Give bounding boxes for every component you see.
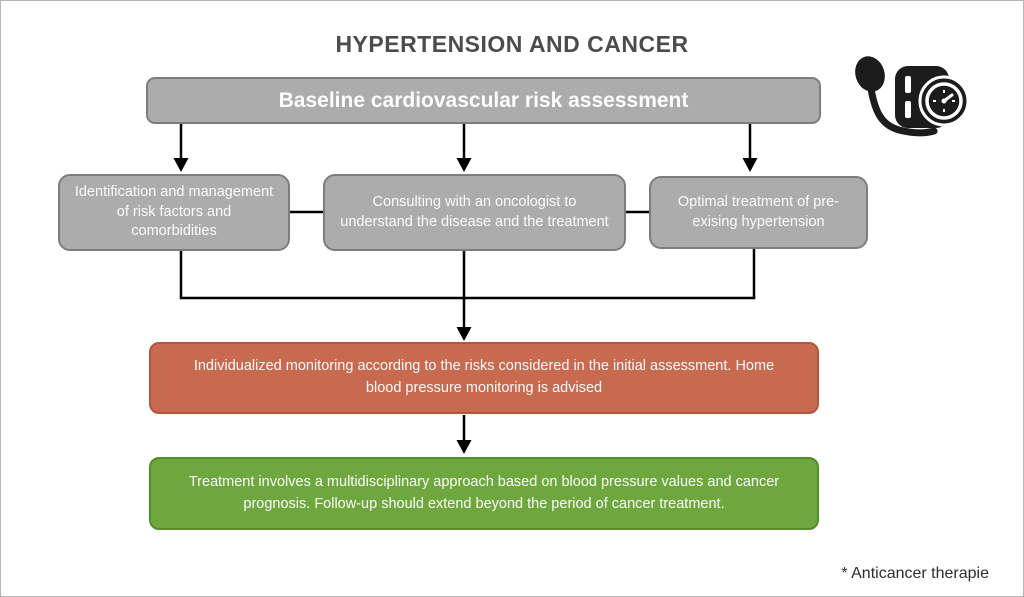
multidisciplinary-treatment-box: Treatment involves a multidisciplinary a… [149,457,819,530]
risk-factors-box: Identification and management of risk fa… [58,174,290,251]
page-title: HYPERTENSION AND CANCER [335,31,689,57]
footnote-anticancer-therapie: * Anticancer therapie [841,565,989,582]
individualized-monitoring-box: Individualized monitoring according to t… [149,342,819,414]
blood-pressure-monitor-icon [855,56,970,137]
oncologist-consult-box: Consulting with an oncologist to underst… [323,174,626,251]
baseline-assessment-box: Baseline cardiovascular risk assessment [146,77,821,124]
preexisting-hypertension-box: Optimal treatment of pre-exising hyperte… [649,176,868,249]
